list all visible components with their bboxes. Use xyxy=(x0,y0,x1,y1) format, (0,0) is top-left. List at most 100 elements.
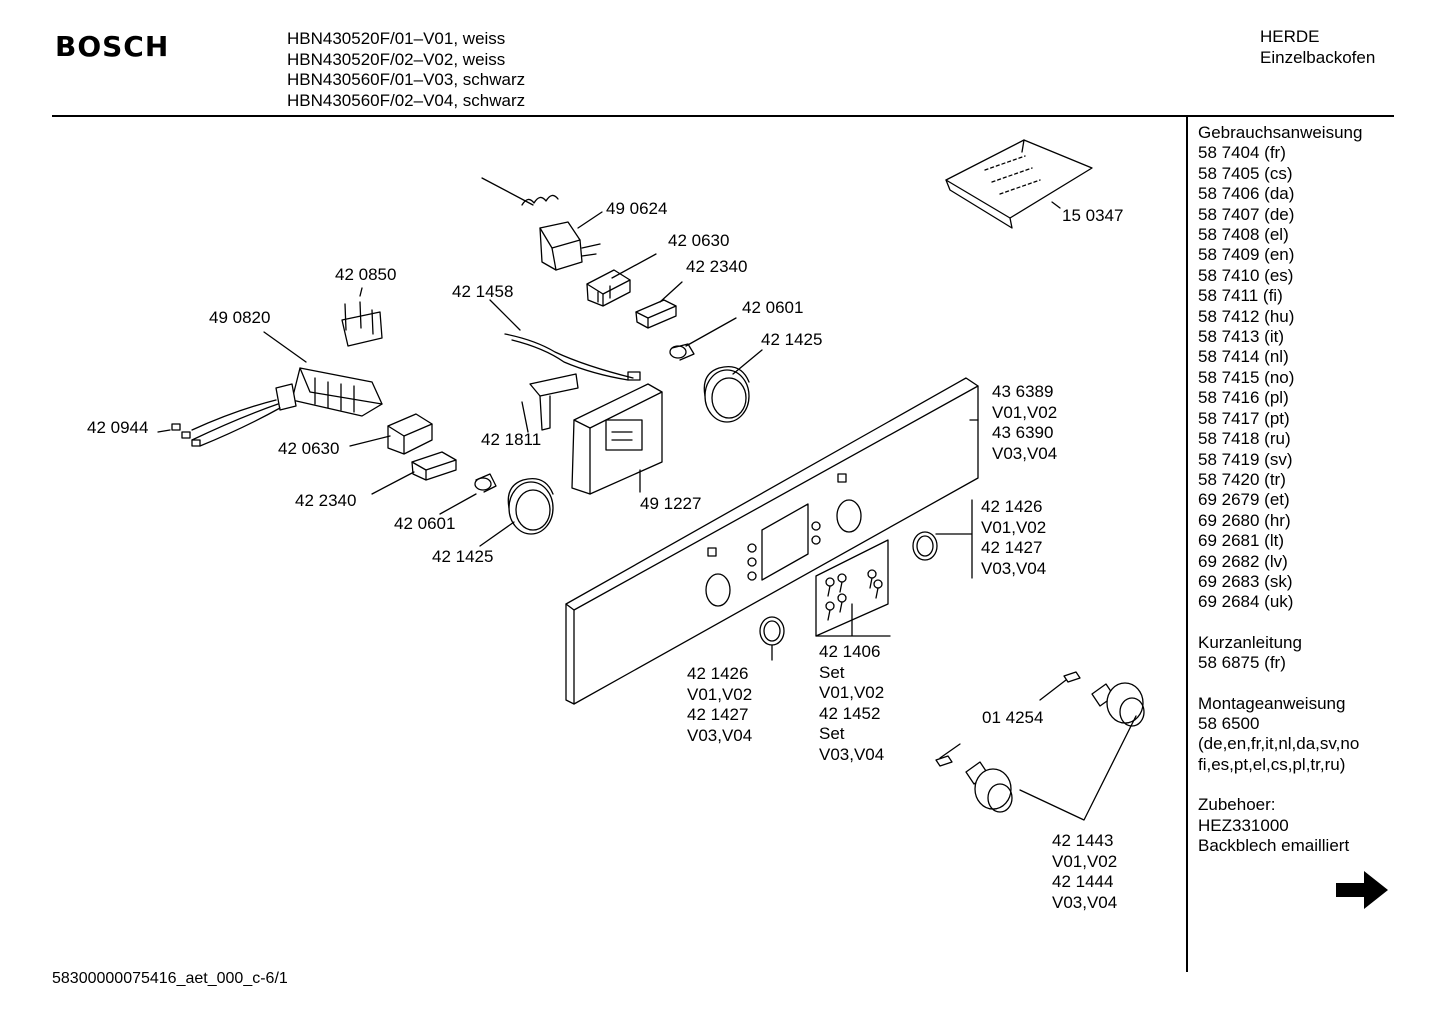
sidebar-item: 69 2682 (lv) xyxy=(1198,551,1288,571)
sidebar-divider xyxy=(1186,117,1188,972)
wire-harness-part xyxy=(171,399,281,447)
part-label-line: 42 0630 xyxy=(278,439,340,458)
part-label-line: 42 1425 xyxy=(761,330,823,349)
clip-part xyxy=(529,373,579,431)
sidebar-item: 58 7420 (tr) xyxy=(1198,469,1286,489)
sidebar-item: 58 7414 (nl) xyxy=(1198,347,1289,367)
lamp-part xyxy=(474,473,497,493)
brand-logo: BOSCH xyxy=(55,30,170,63)
part-label-p421425b: 42 1425 xyxy=(432,547,493,568)
part-label-line: 42 1811 xyxy=(481,430,542,449)
part-label-p490820: 49 0820 xyxy=(209,308,270,329)
sidebar-section-title: Montageanweisung xyxy=(1198,693,1346,713)
thermostat-part xyxy=(481,177,601,271)
part-label-line: 42 1426 xyxy=(981,497,1043,516)
sidebar-item: 58 7410 (es) xyxy=(1198,265,1294,285)
sidebar-item: Backblech emailliert xyxy=(1198,836,1350,855)
leader-lines xyxy=(157,201,1137,821)
switch-block-part xyxy=(275,367,383,417)
part-label-line: 49 0624 xyxy=(606,199,668,218)
sidebar-item: 69 2683 (sk) xyxy=(1198,571,1293,591)
sidebar-item: 58 7408 (el) xyxy=(1198,225,1289,245)
part-label-line: 49 1227 xyxy=(640,494,702,513)
sidebar-item: 58 6875 (fr) xyxy=(1198,653,1286,673)
part-label-line: 42 1406 xyxy=(819,642,881,661)
sidebar-item: 58 7411 (fi) xyxy=(1198,286,1283,306)
part-label-line: 49 0820 xyxy=(209,308,271,327)
part-label-line: 42 0601 xyxy=(394,514,456,533)
part-label-line: 42 0630 xyxy=(668,231,730,250)
part-label-line: V01,V02 xyxy=(1052,851,1118,871)
right-arrow-icon[interactable] xyxy=(1334,868,1390,912)
part-label-p420850: 42 0850 xyxy=(335,265,396,286)
sidebar-item: 58 7413 (it) xyxy=(1198,327,1284,347)
part-label-p421458: 42 1458 xyxy=(452,282,513,303)
part-label-p014254: 01 4254 xyxy=(982,708,1043,729)
part-label-p420630b: 42 0630 xyxy=(278,439,339,460)
part-label-p150347: 15 0347 xyxy=(1062,206,1123,227)
connector-part xyxy=(387,413,433,455)
part-label-p420944: 42 0944 xyxy=(87,418,148,439)
part-label-line: V03,V04 xyxy=(819,744,885,764)
part-label-line: V01,V02 xyxy=(819,683,885,702)
sidebar-item: 58 7418 (ru) xyxy=(1198,429,1291,449)
part-label-p420601b: 42 0601 xyxy=(394,514,455,535)
lamp-part xyxy=(669,343,695,361)
part-label-p422340a: 42 2340 xyxy=(686,257,747,278)
part-label-line: 43 6390 xyxy=(992,423,1054,442)
front-panel-part xyxy=(565,377,979,705)
sidebar-item: 58 7405 (cs) xyxy=(1198,163,1293,183)
ring-part xyxy=(763,620,781,642)
sidebar-section-title: Gebrauchsanweisung xyxy=(1198,123,1363,142)
exploded-parts-diagram xyxy=(157,139,1145,821)
sidebar-item: 58 7416 (pl) xyxy=(1198,388,1289,408)
document-code: 58300000075416_aet_000_c-6/1 xyxy=(52,970,288,987)
sidebar-item: 58 7404 (fr) xyxy=(1198,143,1286,163)
header-divider xyxy=(52,115,1394,117)
part-label-line: 01 4254 xyxy=(982,708,1044,727)
sidebar-item: 69 2681 (lt) xyxy=(1198,531,1284,551)
part-label-p421811: 42 1811 xyxy=(481,430,541,451)
terminal-block-part xyxy=(411,451,457,481)
screw-bag-part xyxy=(945,139,1093,229)
section-gap xyxy=(1198,775,1388,795)
sidebar-section-title: Zubehoer: xyxy=(1198,795,1276,815)
sidebar-item: HEZ331000 xyxy=(1198,815,1289,835)
sidebar-item: 58 7409 (en) xyxy=(1198,245,1295,265)
part-label-p420630a: 42 0630 xyxy=(668,231,729,252)
part-label-p420601a: 42 0601 xyxy=(742,298,803,319)
part-label-line: Set xyxy=(819,662,845,682)
part-label-line: 42 1444 xyxy=(1052,872,1114,891)
knob-part xyxy=(703,365,750,423)
part-label-line: 42 1427 xyxy=(981,538,1043,557)
part-label-line: 42 1425 xyxy=(432,547,494,566)
ring-part xyxy=(912,531,938,561)
model-line: HBN430520F/01–V01, weiss xyxy=(287,29,506,48)
part-label-p421425a: 42 1425 xyxy=(761,330,822,351)
control-knob-part xyxy=(1063,671,1145,727)
knob-part xyxy=(507,477,554,535)
sidebar-item: 69 2679 (et) xyxy=(1198,490,1290,510)
category: HERDE xyxy=(1260,27,1320,46)
part-label-line: V01,V02 xyxy=(992,402,1058,422)
model-list: HBN430520F/01–V01, weiss HBN430520F/02–V… xyxy=(287,29,525,111)
section-gap xyxy=(1198,613,1388,633)
part-label-line: V03,V04 xyxy=(981,558,1047,578)
screw-set-part xyxy=(815,539,889,637)
part-label-line: 42 2340 xyxy=(295,491,357,510)
part-label-line: 42 2340 xyxy=(686,257,748,276)
control-knob-part xyxy=(935,755,1013,813)
category-block: HERDE Einzelbackofen xyxy=(1260,27,1375,68)
part-label-line: 15 0347 xyxy=(1062,206,1124,225)
bracket-part xyxy=(341,301,383,347)
model-line: HBN430560F/01–V03, schwarz xyxy=(287,70,526,89)
part-label-line: V01,V02 xyxy=(981,517,1047,537)
part-label-line: 42 1427 xyxy=(687,705,749,724)
sidebar-item: 58 7406 (da) xyxy=(1198,184,1295,204)
sidebar-item: fi,es,pt,el,cs,pl,tr,ru) xyxy=(1198,754,1346,774)
part-label-line: 42 0944 xyxy=(87,418,149,437)
